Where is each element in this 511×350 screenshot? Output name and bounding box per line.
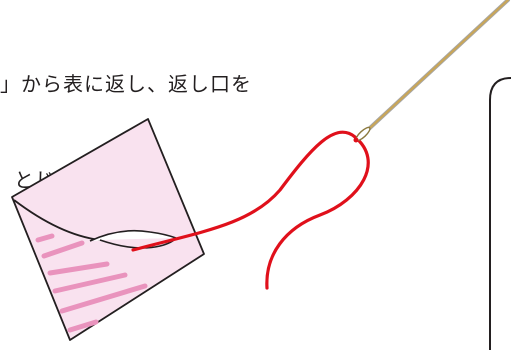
instruction-line-1: 」から表に返し、返し口を bbox=[0, 72, 252, 96]
thread-icon bbox=[131, 130, 370, 290]
needle-icon bbox=[353, 0, 510, 143]
fabric-square-icon bbox=[11, 118, 205, 341]
rounded-panel bbox=[489, 77, 511, 350]
